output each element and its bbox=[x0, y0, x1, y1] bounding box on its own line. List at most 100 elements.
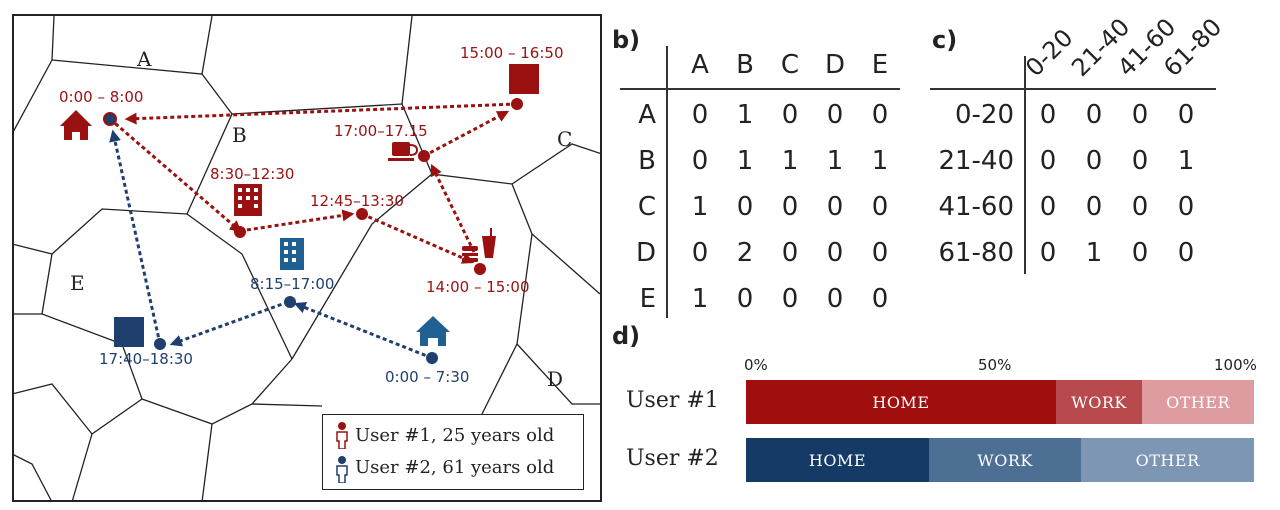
table-b-cell: 0 bbox=[871, 192, 889, 222]
table-c-cell: 0 bbox=[1131, 146, 1149, 176]
user2-trajectory bbox=[109, 129, 433, 360]
table-c-cell: 0 bbox=[1085, 146, 1103, 176]
region-e: E bbox=[70, 271, 85, 295]
bar-label-user1: User #1 bbox=[626, 388, 719, 413]
table-b-col-header: E bbox=[871, 50, 889, 80]
table-b-row-header: C bbox=[637, 192, 656, 222]
user2-work-icon bbox=[280, 238, 304, 270]
table-c-cell: 0 bbox=[1131, 238, 1149, 268]
table-c-cell: 0 bbox=[1177, 238, 1195, 268]
table-c-cell: 0 bbox=[1085, 100, 1103, 130]
table-b-cell: 1 bbox=[781, 146, 799, 176]
user1-work-time: 8:30–12:30 bbox=[210, 165, 294, 183]
table-c-cell: 0 bbox=[1177, 100, 1195, 130]
user1-trajectory bbox=[109, 102, 518, 264]
table-b-cell: 0 bbox=[736, 284, 754, 314]
user1-other-icon bbox=[509, 64, 539, 94]
table-b-cell: 1 bbox=[826, 146, 844, 176]
table-c-vline bbox=[1024, 56, 1026, 274]
user2-nodes bbox=[154, 296, 438, 364]
legend-user2: User #2, 61 years old bbox=[355, 457, 555, 478]
table-b-cell: 0 bbox=[826, 100, 844, 130]
table-b-cell: 0 bbox=[871, 100, 889, 130]
table-c-cell: 0 bbox=[1177, 192, 1195, 222]
bar-segment-other: OTHER bbox=[1081, 438, 1254, 482]
table-b-cell: 0 bbox=[691, 146, 709, 176]
table-b-cell: 2 bbox=[736, 238, 754, 268]
user1-other-time: 15:00 – 16:50 bbox=[460, 44, 564, 62]
bar-segment-other: OTHER bbox=[1142, 380, 1254, 424]
user1-nodes bbox=[234, 98, 523, 275]
table-b-cell: 0 bbox=[826, 238, 844, 268]
table-c-cell: 1 bbox=[1177, 146, 1195, 176]
table-b-cell: 0 bbox=[691, 100, 709, 130]
table-b-col-header: C bbox=[780, 50, 800, 80]
table-b-cell: 0 bbox=[781, 100, 799, 130]
user1-cafe-icon bbox=[388, 142, 419, 161]
table-b-cell: 0 bbox=[826, 192, 844, 222]
user2-work-time: 8:15–17:00 bbox=[250, 275, 334, 293]
table-b-cell: 1 bbox=[736, 100, 754, 130]
table-b-vline bbox=[666, 46, 668, 318]
region-a: A bbox=[136, 47, 152, 71]
tick-50: 50% bbox=[978, 356, 1012, 374]
region-d: D bbox=[547, 367, 563, 391]
table-b-row-header: D bbox=[635, 238, 656, 268]
tick-0: 0% bbox=[744, 356, 768, 374]
bar-segment-home: HOME bbox=[746, 380, 1056, 424]
bar-segment-work: WORK bbox=[928, 438, 1082, 482]
bar-label-user2: User #2 bbox=[626, 446, 719, 471]
table-b-cell: 0 bbox=[736, 192, 754, 222]
table-c-row-header: 0-20 bbox=[954, 100, 1014, 130]
table-b-hline bbox=[620, 88, 900, 90]
table-c-cell: 0 bbox=[1085, 192, 1103, 222]
user1-home-time: 0:00 – 8:00 bbox=[59, 88, 143, 106]
panel-label-c: c) bbox=[932, 26, 958, 54]
table-c-hline bbox=[930, 88, 1216, 90]
user1-stop-time: 12:45–13:30 bbox=[310, 192, 404, 210]
table-b-col-header: A bbox=[691, 50, 709, 80]
table-b-cell: 0 bbox=[871, 238, 889, 268]
table-c-row-header: 61-80 bbox=[938, 238, 1014, 268]
user2-home-icon bbox=[416, 316, 450, 346]
table-b-cell: 0 bbox=[826, 284, 844, 314]
table-b-cell: 1 bbox=[691, 192, 709, 222]
table-c-cell: 0 bbox=[1131, 192, 1149, 222]
table-c-cell: 0 bbox=[1039, 100, 1057, 130]
panel-label-b: b) bbox=[612, 26, 641, 54]
user2-other-icon bbox=[114, 317, 144, 347]
table-c-row-header: 21-40 bbox=[938, 146, 1014, 176]
table-b-row-header: A bbox=[638, 100, 656, 130]
user1-person-icon bbox=[336, 422, 348, 449]
table-c-row-header: 41-60 bbox=[938, 192, 1014, 222]
table-c-cell: 0 bbox=[1039, 146, 1057, 176]
table-c-cell: 1 bbox=[1085, 238, 1103, 268]
table-b-cell: 0 bbox=[781, 284, 799, 314]
table-b-cell: 0 bbox=[781, 238, 799, 268]
map-legend: User #1, 25 years old User #2, 61 years … bbox=[322, 414, 584, 490]
user1-food-time: 14:00 – 15:00 bbox=[426, 278, 530, 296]
table-c-cell: 0 bbox=[1039, 192, 1057, 222]
table-b-col-header: B bbox=[736, 50, 754, 80]
legend-user1: User #1, 25 years old bbox=[355, 425, 555, 446]
bar-segment-work: WORK bbox=[1055, 380, 1143, 424]
tick-100: 100% bbox=[1214, 356, 1257, 374]
table-c-cell: 0 bbox=[1131, 100, 1149, 130]
table-b-col-header: D bbox=[824, 50, 846, 80]
bar-segment-home: HOME bbox=[746, 438, 929, 482]
table-b-cell: 1 bbox=[691, 284, 709, 314]
table-b-cell: 1 bbox=[871, 146, 889, 176]
user2-other-time: 17:40–18:30 bbox=[99, 350, 193, 368]
user1-home-icon bbox=[60, 110, 92, 140]
table-b-cell: 0 bbox=[871, 284, 889, 314]
table-c-cell: 0 bbox=[1039, 238, 1057, 268]
user1-food-icon bbox=[462, 228, 496, 262]
region-c: C bbox=[557, 127, 572, 151]
panel-label-d: d) bbox=[612, 322, 641, 350]
user1-work-icon bbox=[234, 184, 262, 216]
region-b: B bbox=[232, 123, 247, 147]
